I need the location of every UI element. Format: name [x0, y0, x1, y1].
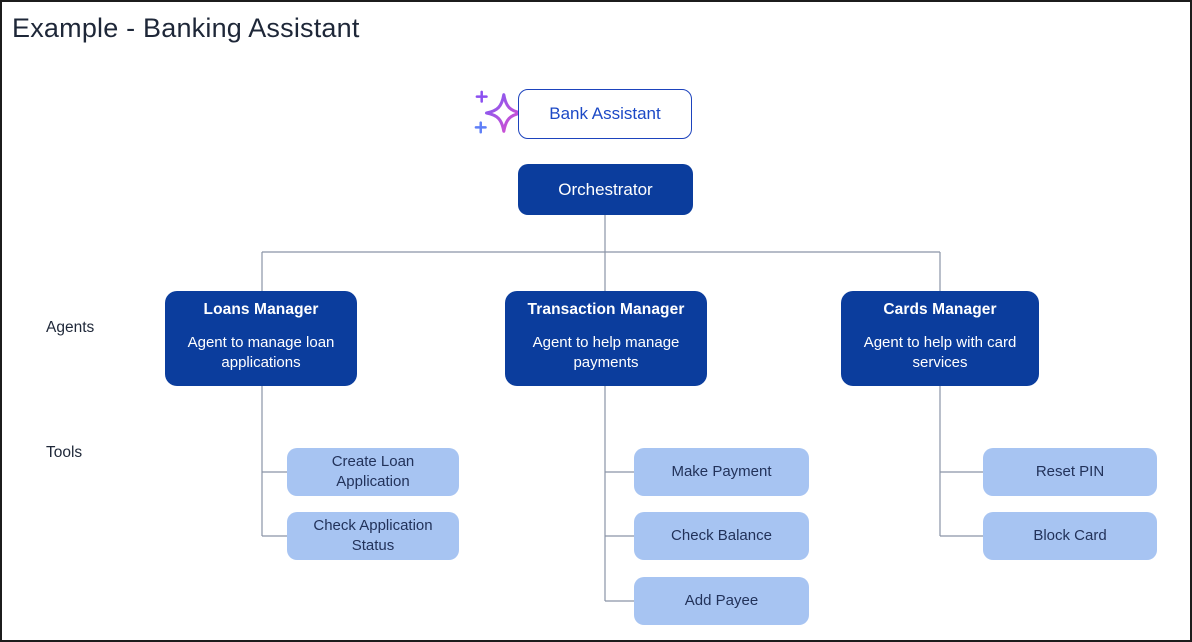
orchestrator-label: Orchestrator	[558, 179, 653, 199]
orchestrator-node: Orchestrator	[518, 164, 693, 215]
agent-description: Agent to help manage payments	[532, 334, 680, 371]
tool-node-make-payment: Make Payment	[634, 448, 809, 496]
sparkle-icon	[474, 90, 523, 134]
agent-node-loans-manager: Loans Manager Agent to manage loan appli…	[165, 291, 357, 386]
tool-node-create-loan-application: Create Loan Application	[287, 448, 459, 496]
tools-row-label: Tools	[46, 444, 83, 461]
agent-title: Loans Manager	[203, 301, 319, 318]
tool-node-check-balance: Check Balance	[634, 512, 809, 560]
agent-description: Agent to manage loan applications	[187, 334, 335, 371]
agent-node-transaction-manager: Transaction Manager Agent to help manage…	[505, 291, 707, 386]
agent-title: Transaction Manager	[527, 301, 685, 318]
tool-node-check-application-status: Check Application Status	[287, 512, 459, 560]
tool-node-add-payee: Add Payee	[634, 577, 809, 625]
bank-assistant-label: Bank Assistant	[549, 104, 661, 123]
tool-node-block-card: Block Card	[983, 512, 1157, 560]
agent-title: Cards Manager	[883, 301, 997, 318]
bank-assistant-node: Bank Assistant	[518, 89, 692, 139]
agent-node-cards-manager: Cards Manager Agent to help with card se…	[841, 291, 1039, 386]
page-title: Example - Banking Assistant	[12, 13, 360, 43]
agent-description: Agent to help with card services	[863, 334, 1017, 371]
agents-row-label: Agents	[46, 319, 95, 336]
tool-node-reset-pin: Reset PIN	[983, 448, 1157, 496]
